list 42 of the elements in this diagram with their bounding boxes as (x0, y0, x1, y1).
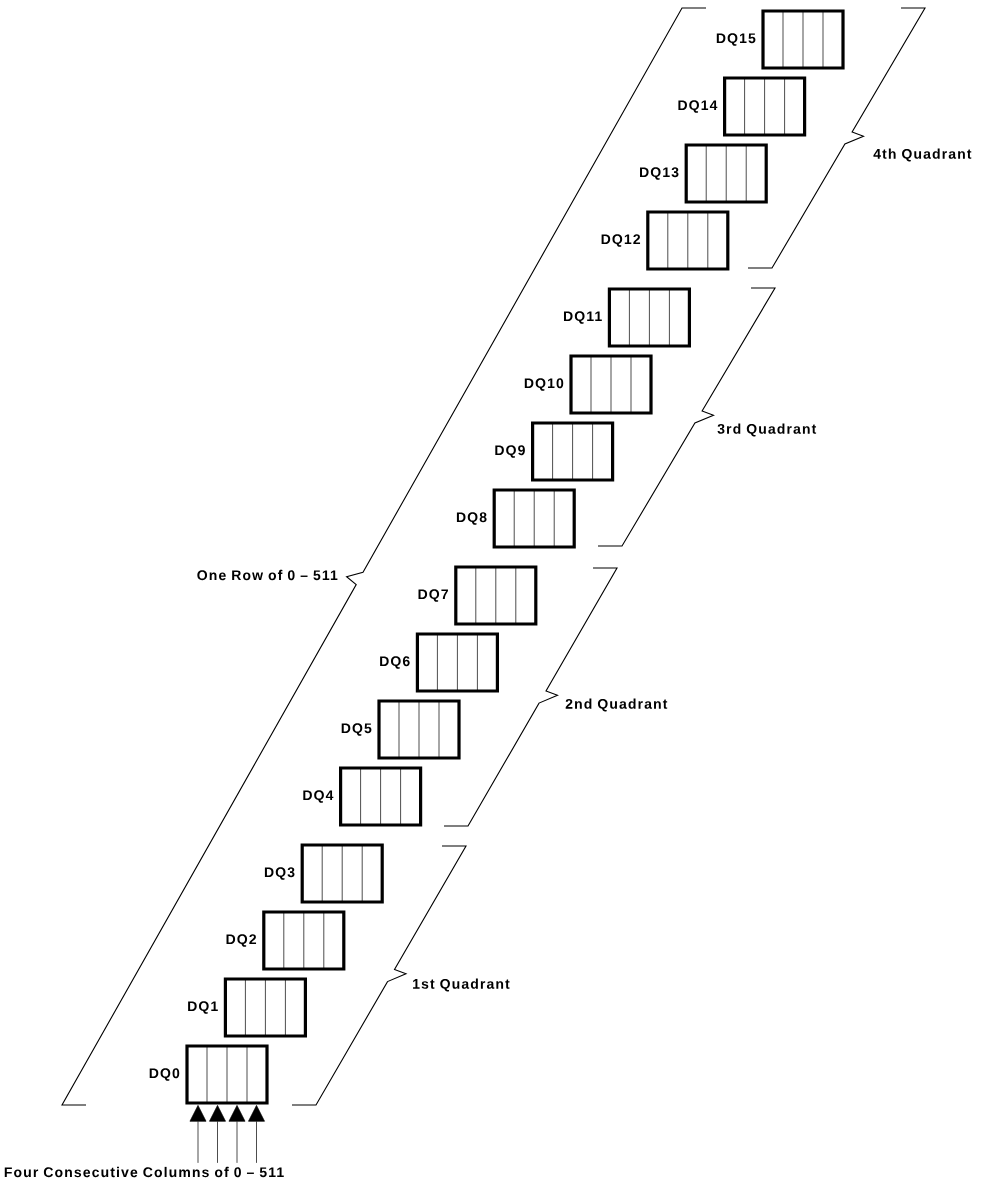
register-label: DQ11 (564, 311, 602, 324)
register-box (716, 9, 845, 70)
register-box (341, 699, 461, 760)
arrow (209, 1105, 226, 1164)
register-box (601, 210, 730, 271)
arrow (248, 1105, 265, 1164)
register-label: DQ0 (149, 1068, 180, 1081)
bracket-label: 1st Quadrant (413, 978, 510, 992)
register-label: DQ9 (495, 445, 525, 458)
register-box (456, 488, 576, 549)
register-label: DQ8 (456, 512, 487, 525)
register-label: DQ2 (226, 934, 257, 947)
register-box (524, 354, 653, 415)
register-box (495, 421, 615, 482)
register-box (678, 76, 807, 137)
register-box (226, 910, 346, 971)
register-label: DQ15 (716, 33, 756, 46)
register-box (188, 977, 307, 1038)
register-box (303, 766, 423, 827)
caption: Four Consecutive Columns of 0 – 511 (4, 1166, 284, 1178)
register-box (149, 1044, 269, 1105)
register-label: DQ12 (601, 234, 641, 247)
register-label: DQ1 (188, 1001, 218, 1014)
register-label: DQ5 (341, 723, 372, 736)
arrow (189, 1105, 207, 1164)
register-label: DQ3 (264, 867, 295, 880)
register-label: DQ6 (380, 656, 410, 669)
register-box (380, 632, 499, 693)
register-box (564, 287, 691, 348)
bracket-label: One Row of 0 – 511 (197, 569, 338, 581)
register-box (640, 143, 768, 204)
arrow (228, 1105, 246, 1164)
bracket-label: 3rd Quadrant (717, 423, 817, 437)
register-label: DQ13 (640, 167, 679, 180)
register-label: DQ10 (524, 378, 564, 391)
bracket-label: 4th Quadrant (873, 148, 972, 162)
register-label: DQ4 (303, 790, 334, 803)
register-box (264, 843, 384, 904)
bracket-label: 2nd Quadrant (565, 698, 668, 712)
register-label: DQ7 (418, 589, 448, 602)
register-label: DQ14 (678, 100, 718, 113)
register-box (418, 565, 538, 626)
